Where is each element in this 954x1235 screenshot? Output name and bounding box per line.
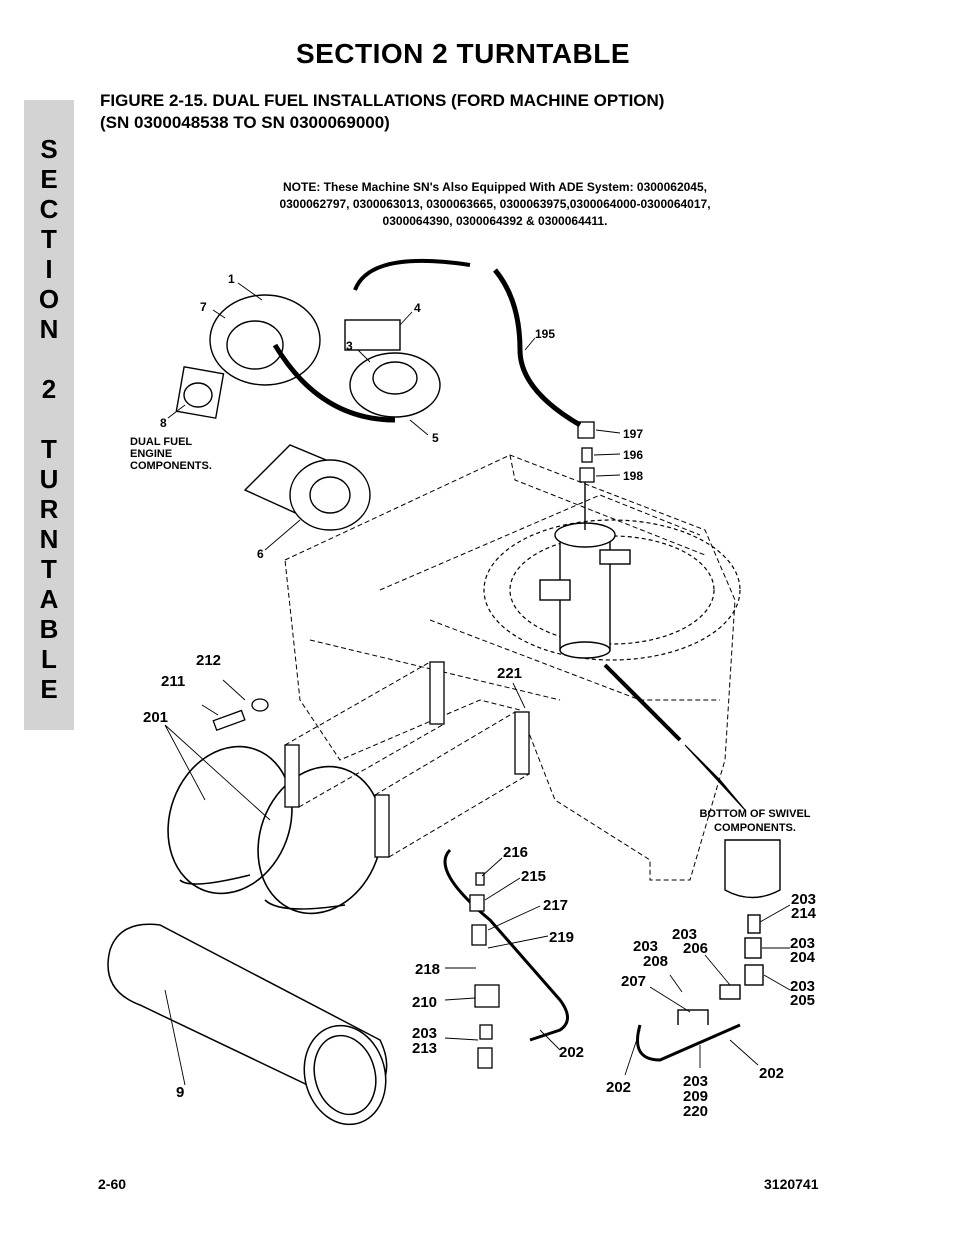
callout-219: 219	[549, 929, 574, 946]
small-parts	[469, 872, 500, 1069]
section-title: SECTION 2 TURNTABLE	[295, 38, 631, 69]
side-tab-letter: S	[40, 134, 58, 164]
callout-218: 218	[415, 961, 440, 978]
callout-214: 214	[791, 905, 817, 922]
callout-206: 206	[683, 940, 708, 957]
callout-207: 207	[621, 973, 646, 990]
side-tab-letter: O	[38, 284, 60, 314]
callout-203: 203	[672, 926, 697, 943]
adapter-6	[243, 444, 371, 531]
swivel-assembly	[539, 480, 631, 659]
swivel-components-caption: BOTTOM OF SWIVEL COMPONENTS.	[699, 808, 810, 834]
callout-6: 6	[257, 547, 264, 561]
engine-caption-line: COMPONENTS.	[130, 460, 212, 472]
callout-9: 9	[176, 1084, 184, 1101]
callout-197: 197	[623, 427, 643, 441]
callout-7: 7	[200, 300, 207, 314]
side-tab-letter: R	[39, 494, 59, 524]
side-tab-letter: E	[40, 674, 58, 704]
callout-203: 203	[790, 978, 815, 995]
callout-8: 8	[160, 416, 167, 430]
callout-labels-large: 212 211 201 221 216 215 217 219 218 210 …	[143, 652, 817, 1120]
side-tab-letter: E	[40, 164, 58, 194]
callout-202: 202	[606, 1079, 631, 1096]
callout-217: 217	[543, 897, 568, 914]
callout-208: 208	[643, 953, 668, 970]
callout-203: 203	[412, 1025, 437, 1042]
tank-bands-201	[167, 745, 383, 915]
callout-215: 215	[521, 868, 546, 885]
engine-hose	[272, 343, 396, 423]
note-line: 0300062797, 0300063013, 0300063665, 0300…	[279, 197, 711, 211]
callout-202: 202	[559, 1044, 584, 1061]
swivel-plate	[483, 519, 741, 661]
side-tab-letter: A	[39, 584, 59, 614]
page-number: 2-60	[98, 1176, 127, 1192]
side-tab-letter: T	[41, 434, 57, 464]
side-tab-letter: B	[39, 614, 59, 644]
side-tab-letter: N	[39, 314, 59, 344]
note-line: NOTE: These Machine SN's Also Equipped W…	[283, 180, 707, 194]
figure-title-line-1: FIGURE 2-15. DUAL FUEL INSTALLATIONS (FO…	[100, 91, 665, 110]
callout-212: 212	[196, 652, 221, 669]
note-line: 0300064390, 0300064392 & 0300064411.	[382, 214, 608, 228]
side-tab-letter: T	[41, 224, 57, 254]
callout-201: 201	[143, 709, 168, 726]
swivel-caption-line: BOTTOM OF SWIVEL	[699, 808, 810, 820]
side-tab-letter: T	[41, 554, 57, 584]
callout-203: 203	[790, 935, 815, 952]
figure-title-line-2: (SN 0300048538 TO SN 0300069000)	[100, 113, 390, 132]
callout-220: 220	[683, 1103, 708, 1120]
engine-caption-line: ENGINE	[130, 448, 172, 460]
callout-195: 195	[535, 327, 555, 341]
callout-4: 4	[414, 301, 421, 315]
fuel-line-202	[443, 848, 569, 1042]
bolt-211	[212, 698, 269, 732]
engine-components	[175, 294, 441, 419]
callout-203: 203	[683, 1073, 708, 1090]
swivel-arrow	[603, 663, 746, 811]
side-tab-letter: C	[39, 194, 59, 224]
leader-lines	[164, 282, 791, 1086]
callout-203: 203	[791, 891, 816, 908]
brackets-221	[284, 661, 530, 858]
callout-209: 209	[683, 1088, 708, 1105]
callout-213: 213	[412, 1040, 437, 1057]
engine-components-caption: DUAL FUEL ENGINE COMPONENTS.	[130, 436, 212, 472]
hose-195-long	[493, 268, 582, 428]
callout-205: 205	[790, 992, 815, 1009]
document-number: 3120741	[764, 1176, 819, 1192]
side-tab-letters: S E C T I O N 2 T U R N T A B L E	[24, 134, 74, 704]
callout-3: 3	[346, 339, 353, 353]
engine-caption-line: DUAL FUEL	[130, 436, 192, 448]
side-tab-letter: L	[41, 644, 57, 674]
fuel-tank-9	[107, 923, 388, 1126]
callout-204: 204	[790, 949, 816, 966]
side-tab-letter: 2	[41, 374, 57, 404]
callout-203: 203	[633, 938, 658, 955]
callout-1: 1	[228, 272, 235, 286]
side-tab-letter: U	[39, 464, 59, 494]
side-tab-letter: N	[39, 524, 59, 554]
callout-198: 198	[623, 469, 643, 483]
callout-221: 221	[497, 665, 522, 682]
callout-202: 202	[759, 1065, 784, 1082]
fittings-196-198	[577, 421, 595, 483]
callout-196: 196	[623, 448, 643, 462]
serial-number-note: NOTE: These Machine SN's Also Equipped W…	[200, 179, 790, 230]
swivel-bottom-tank	[636, 839, 781, 1062]
callout-210: 210	[412, 994, 437, 1011]
callout-216: 216	[503, 844, 528, 861]
callout-labels-small: 1 7 4 3 5 8 6 195 197 196 198	[160, 272, 643, 561]
swivel-caption-line: COMPONENTS.	[714, 822, 796, 834]
callout-211: 211	[161, 673, 185, 690]
figure-title: FIGURE 2-15. DUAL FUEL INSTALLATIONS (FO…	[100, 90, 664, 134]
hose-195	[353, 258, 471, 291]
side-tab-letter: I	[45, 254, 53, 284]
callout-5: 5	[432, 431, 439, 445]
section-side-tab: S E C T I O N 2 T U R N T A B L E	[24, 100, 74, 730]
